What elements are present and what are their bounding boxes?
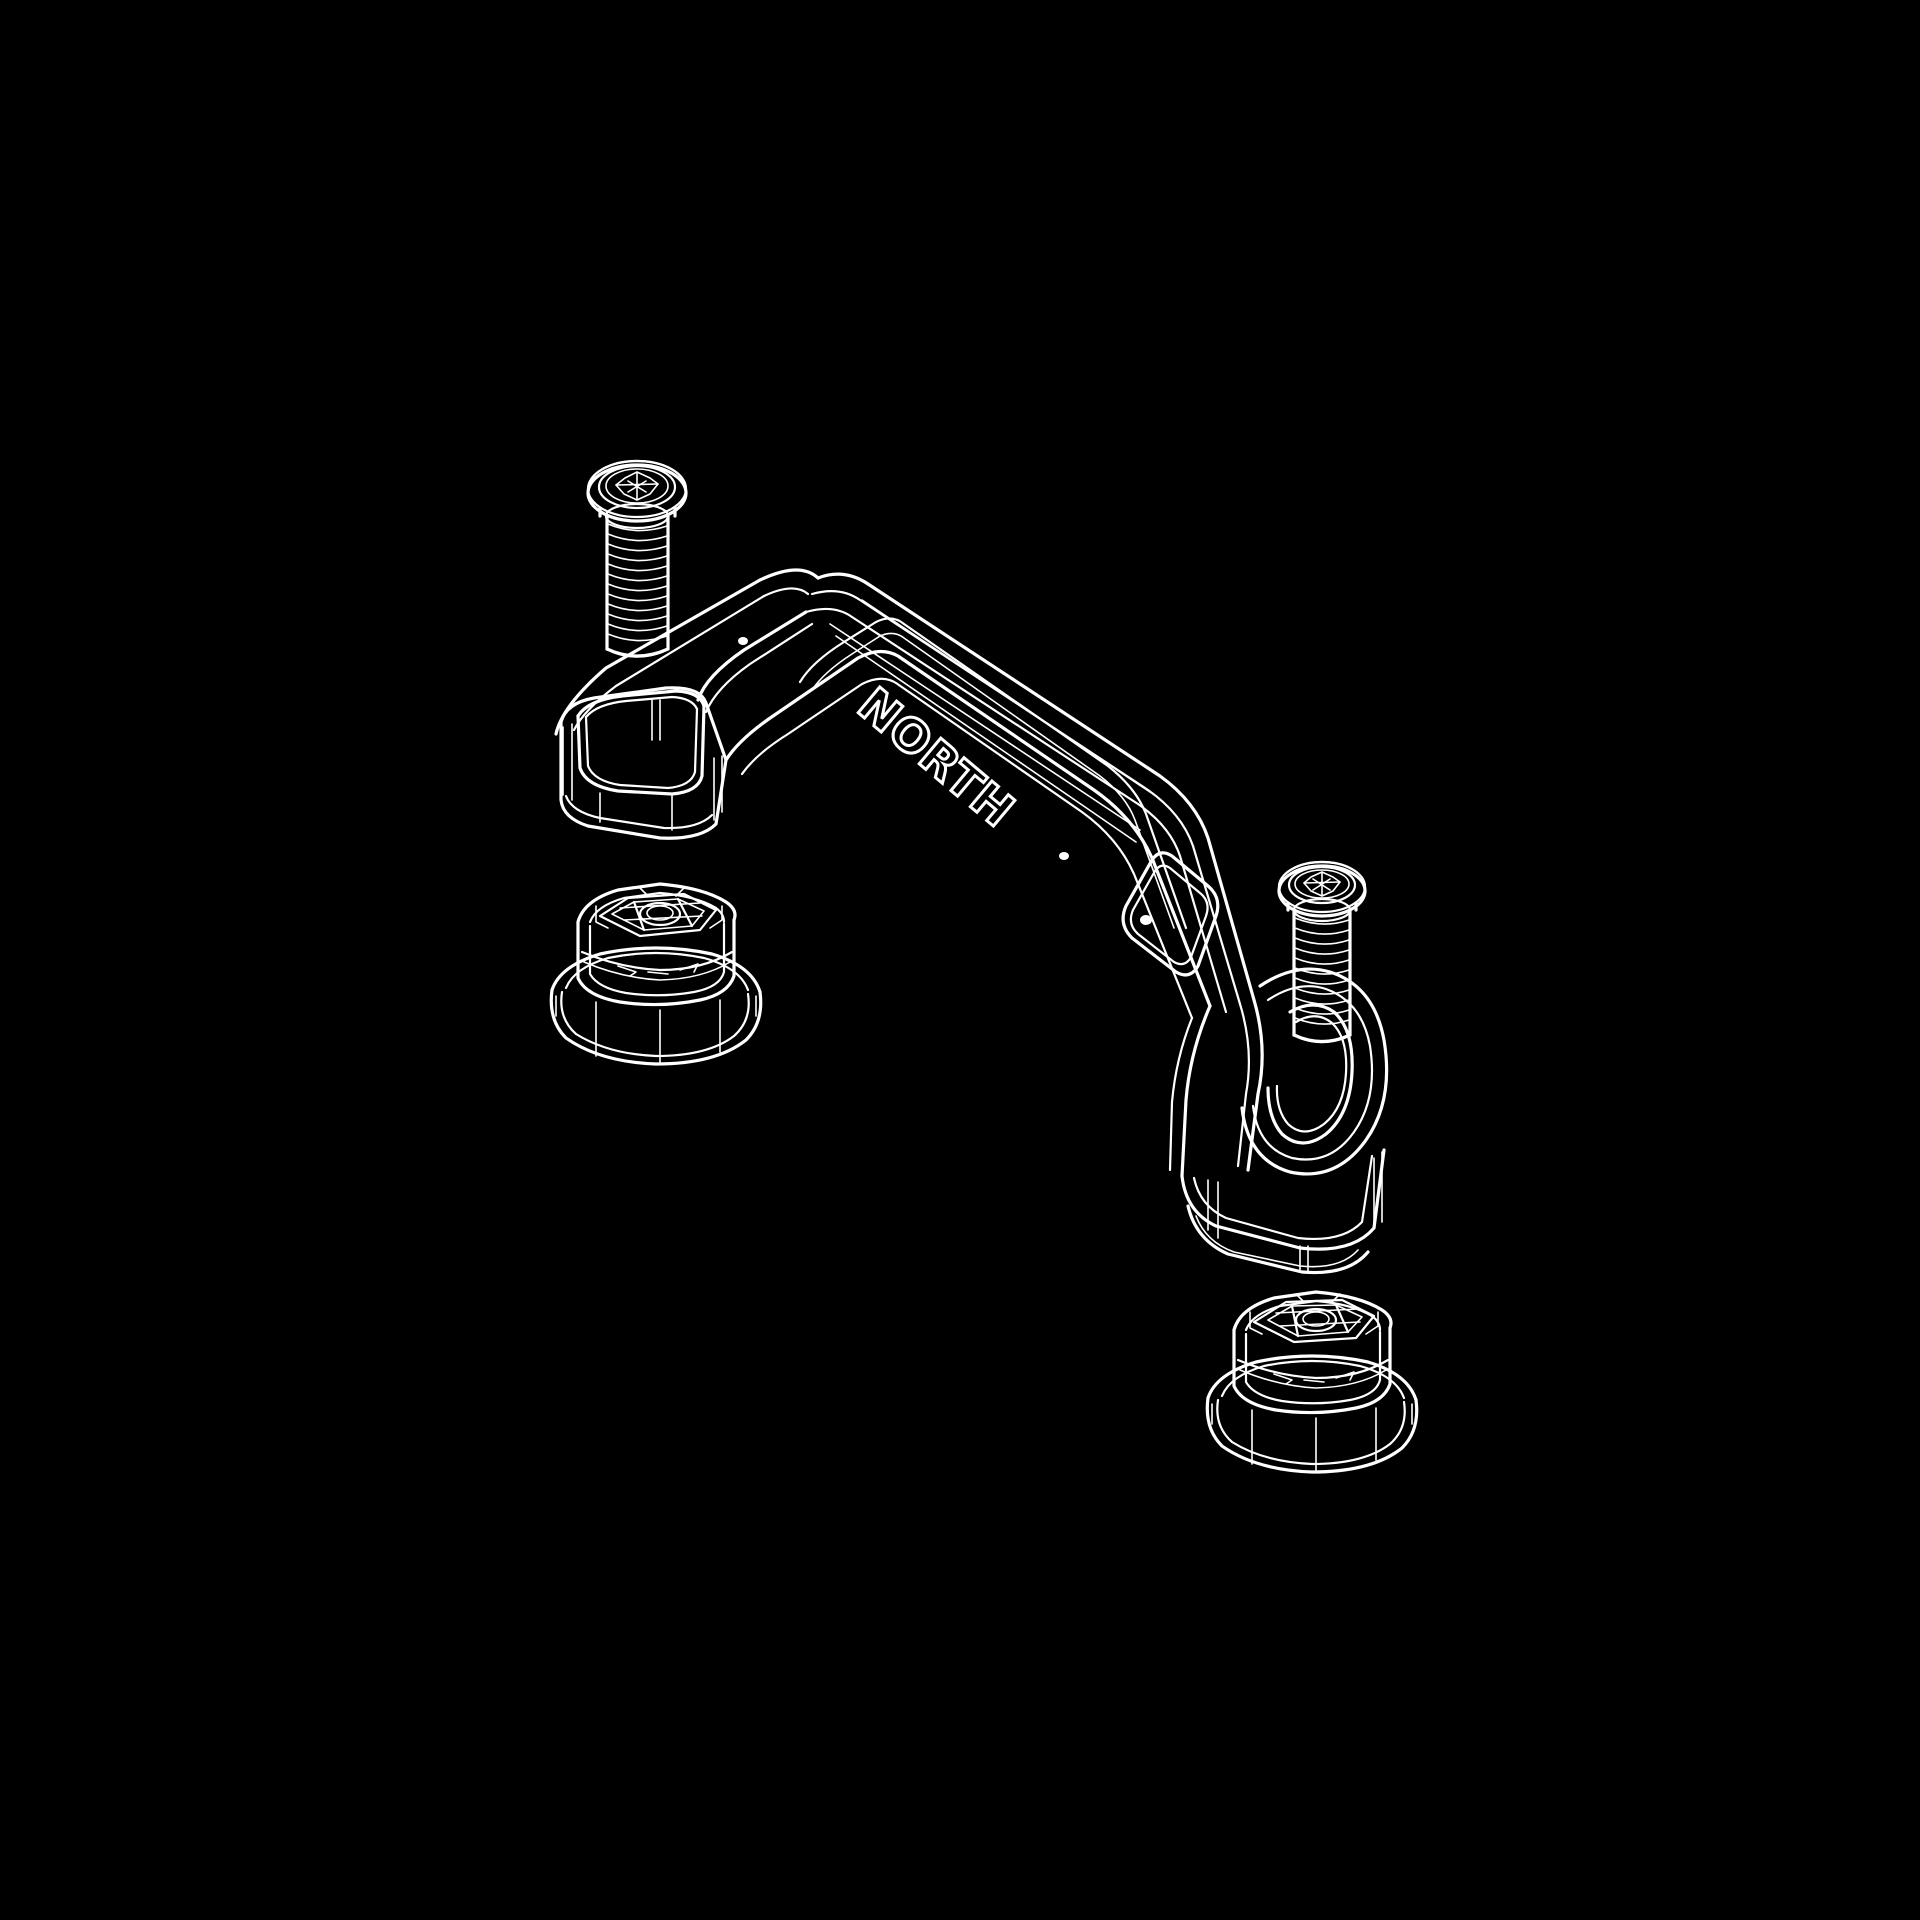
- handle-elbow-recess: [1121, 851, 1220, 977]
- nut-top-detail: [1249, 1293, 1379, 1344]
- part-nut-lower-right: [1205, 1290, 1419, 1474]
- handle-left-shoulder: [554, 568, 820, 736]
- molding-dot-left: [738, 637, 748, 645]
- part-nut-upper-left: [549, 882, 763, 1066]
- screw-threads: [607, 523, 668, 642]
- part-handle-body: [554, 568, 1389, 1275]
- molding-dot-elbow: [1140, 915, 1152, 925]
- molding-dot-right: [1059, 852, 1069, 860]
- part-screw-upper-left: [586, 459, 688, 658]
- part-screw-lower-right: [1277, 860, 1367, 1044]
- handle-right-boss: [1180, 967, 1389, 1275]
- nut-top-detail: [595, 887, 723, 938]
